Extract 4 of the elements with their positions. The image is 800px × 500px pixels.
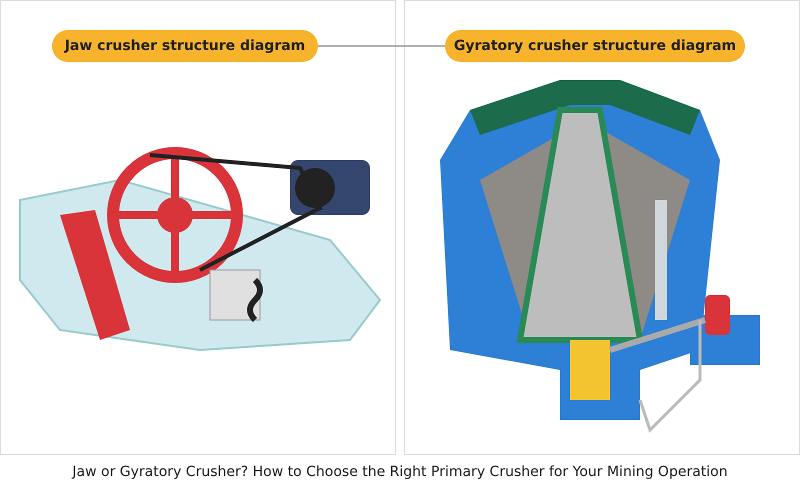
title-pill: Gyratory crusher structure diagram: [445, 30, 745, 62]
caption: Jaw or Gyratory Crusher? How to Choose the Right Primary Crusher for Your Mining Operation: [70, 464, 729, 480]
title-pill: Jaw crusher structure diagram: [52, 30, 318, 62]
connector-line: [318, 45, 445, 47]
